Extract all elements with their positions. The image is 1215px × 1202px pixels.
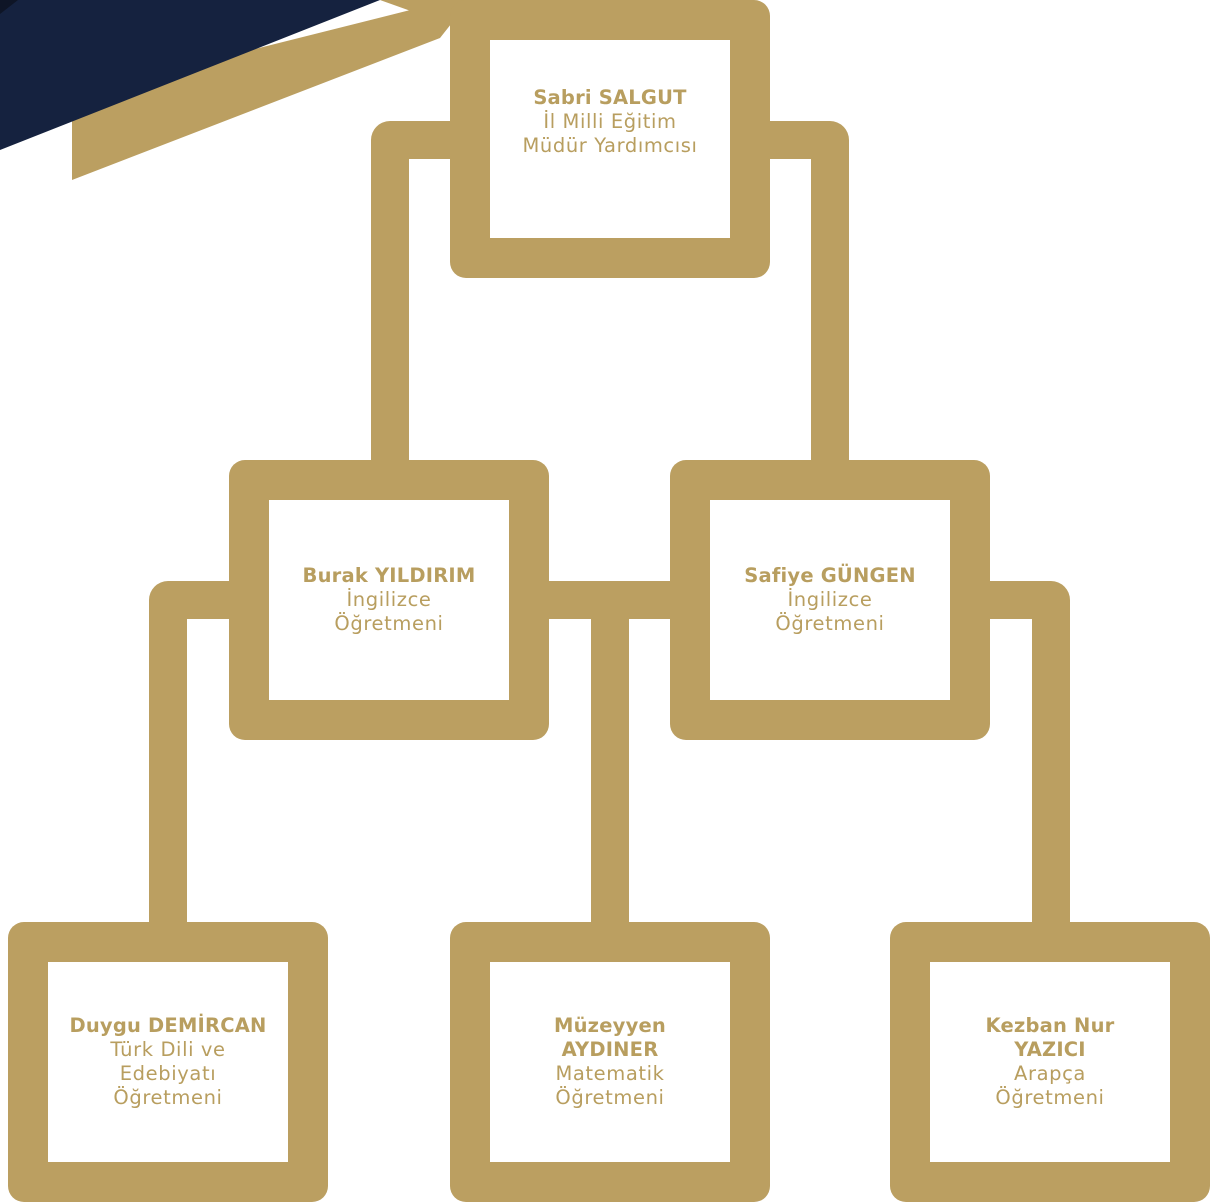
name-burak: Burak YILDIRIM <box>302 564 476 588</box>
card-sabri: Sabri SALGUT İl Milli Eğitim Müdür Yardı… <box>490 40 730 238</box>
name-duygu: Duygu DEMİRCAN <box>69 1014 267 1038</box>
title-kezban-line-1: Arapça <box>1014 1062 1086 1085</box>
title-muzeyyen-line-1: Matematik <box>555 1062 665 1085</box>
card-kezban: Kezban Nur YAZICI Arapça Öğretmeni <box>930 962 1170 1162</box>
navy-banner <box>0 0 380 150</box>
connector-safiye-kezban <box>970 581 1070 930</box>
boxes <box>8 0 1210 1202</box>
title-duygu-line-1: Türk Dili ve <box>110 1038 226 1062</box>
title-duygu-line-3: Öğretmeni <box>113 1085 223 1109</box>
card-safiye: Safiye GÜNGEN İngilizce Öğretmeni <box>703 500 957 700</box>
name-sabri: Sabri SALGUT <box>533 86 687 110</box>
title-sabri-line-2: Müdür Yardımcısı <box>522 133 698 157</box>
box-safiye-inner <box>710 500 950 700</box>
card-duygu: Duygu DEMİRCAN Türk Dili ve Edebiyatı Öğ… <box>40 962 296 1162</box>
connectors <box>149 121 1070 930</box>
title-burak-line-1: İngilizce <box>346 588 432 612</box>
navy-banner-edge <box>0 0 18 14</box>
box-duygu-inner <box>48 962 288 1162</box>
name-safiye: Safiye GÜNGEN <box>744 564 916 588</box>
gold-stripe <box>72 0 470 180</box>
box-sabri-inner <box>490 40 730 238</box>
name-muzeyyen-line-1: Müzeyyen <box>554 1014 666 1038</box>
title-sabri-line-1: İl Milli Eğitim <box>543 110 677 134</box>
connector-sabri-burak <box>371 121 470 470</box>
box-muzeyyen-inner <box>490 962 730 1162</box>
title-safiye-line-2: Öğretmeni <box>775 611 885 635</box>
box-kezban-inner <box>930 962 1170 1162</box>
name-muzeyyen-line-2: AYDINER <box>561 1038 659 1062</box>
box-burak-inner <box>269 500 509 700</box>
title-burak-line-2: Öğretmeni <box>334 611 444 635</box>
card-muzeyyen: Müzeyyen AYDINER Matematik Öğretmeni <box>490 962 730 1162</box>
title-safiye-line-1: İngilizce <box>787 588 873 612</box>
name-kezban-line-2: YAZICI <box>1014 1038 1086 1062</box>
title-kezban-line-2: Öğretmeni <box>995 1085 1105 1109</box>
connector-sabri-safiye <box>750 121 849 470</box>
connector-burak-duygu <box>149 581 250 930</box>
name-kezban-line-1: Kezban Nur <box>985 1014 1115 1038</box>
title-muzeyyen-line-2: Öğretmeni <box>555 1085 665 1109</box>
card-burak: Burak YILDIRIM İngilizce Öğretmeni <box>262 500 516 700</box>
corner-banner-decoration <box>0 0 470 180</box>
title-duygu-line-2: Edebiyatı <box>119 1062 217 1085</box>
